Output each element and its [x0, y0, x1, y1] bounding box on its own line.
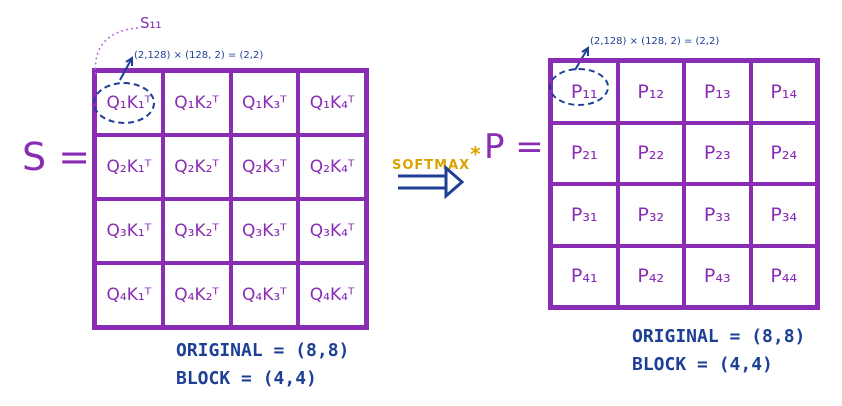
implies-arrow-head [444, 164, 465, 200]
s-cell-1-4: Q₁K₄ᵀ [298, 71, 366, 135]
s-annotation-arrow-head [125, 56, 133, 66]
softmax-asterisk: * [470, 142, 482, 166]
s-cell-3-1: Q₃K₁ᵀ [95, 199, 163, 263]
s-cell-2-1: Q₂K₁ᵀ [95, 135, 163, 199]
p-cell-4-4: P₄₄ [750, 245, 817, 307]
s-cell-2-4: Q₂K₄ᵀ [298, 135, 366, 199]
p-block-size: BLOCK = (4,4) [632, 354, 773, 375]
s11-pointer-curve [94, 27, 139, 77]
p-cell-4-1: P₄₁ [551, 245, 618, 307]
p-cell-1-2: P₁₂ [617, 61, 684, 123]
s-cell-4-1: Q₄K₁ᵀ [95, 263, 163, 327]
p-cell-2-3: P₂₃ [684, 122, 751, 184]
p-cell-3-4: P₃₄ [750, 184, 817, 246]
s-cell-1-2: Q₁K₂ᵀ [162, 71, 231, 135]
p-cell-1-4: P₁₄ [750, 61, 817, 123]
p-cell-3-1: P₃₁ [551, 184, 618, 246]
s-cell-3-2: Q₃K₂ᵀ [162, 199, 231, 263]
s-original-size: ORIGINAL = (8,8) [176, 340, 350, 361]
p-equals-label: P = [484, 127, 544, 167]
softmax-text: SOFTMAX [392, 158, 471, 173]
p-block-annotation: (2,128) × (128, 2) = (2,2) [590, 36, 720, 47]
s-cell-4-3: Q₄K₃ᵀ [230, 263, 299, 327]
s11-label: S₁₁ [140, 14, 162, 32]
p-original-size: ORIGINAL = (8,8) [632, 326, 806, 347]
s-block-size: BLOCK = (4,4) [176, 368, 317, 389]
p-cell-4-2: P₄₂ [617, 245, 684, 307]
p-cell-2-1: P₂₁ [551, 122, 618, 184]
p-cell-1-1: P₁₁ [551, 61, 618, 123]
p-annotation-arrow-head [581, 46, 589, 56]
s-cell-2-2: Q₂K₂ᵀ [162, 135, 231, 199]
p-cell-3-3: P₃₃ [684, 184, 751, 246]
s-equals-label: S = [22, 135, 91, 179]
s-cell-4-2: Q₄K₂ᵀ [162, 263, 231, 327]
s-annotation-arrow [119, 57, 133, 81]
s-cell-3-4: Q₃K₄ᵀ [298, 199, 366, 263]
s-cell-3-3: Q₃K₃ᵀ [230, 199, 299, 263]
s-cell-4-4: Q₄K₄ᵀ [298, 263, 366, 327]
s-cell-1-1: Q₁K₁ᵀ [95, 71, 163, 135]
p-cell-2-4: P₂₄ [750, 122, 817, 184]
s-cell-1-3: Q₁K₃ᵀ [230, 71, 299, 135]
p-cell-3-2: P₃₂ [617, 184, 684, 246]
softmax-label: SOFTMAX* [392, 142, 482, 174]
s-block-annotation: (2,128) × (128, 2) = (2,2) [134, 50, 264, 61]
s-cell-2-3: Q₂K₃ᵀ [230, 135, 299, 199]
p-cell-4-3: P₄₃ [684, 245, 751, 307]
p-cell-2-2: P₂₂ [617, 122, 684, 184]
p-cell-1-3: P₁₃ [684, 61, 751, 123]
